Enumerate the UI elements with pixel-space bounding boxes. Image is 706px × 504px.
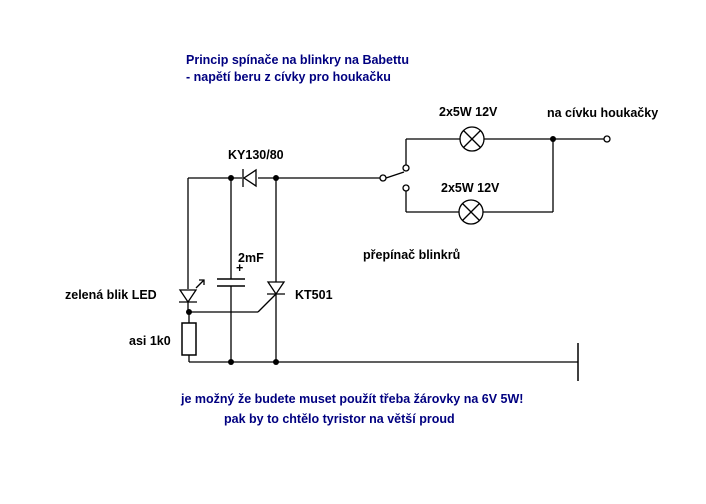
ground-rail (189, 343, 579, 381)
switch-label: přepínač blinkrů (363, 248, 460, 262)
capacitor-polarity: + (236, 261, 243, 275)
title-line1: Princip spínače na blinkry na Babettu (186, 53, 409, 67)
note-line1: je možný že budete muset použít třeba žá… (180, 392, 523, 406)
led-label: zelená blik LED (65, 288, 157, 302)
diode-symbol (242, 168, 257, 188)
title-line2: - napětí beru z cívky pro houkačku (186, 70, 391, 84)
capacitor-symbol (217, 178, 245, 362)
resistor-label: asi 1k0 (129, 334, 171, 348)
thyristor-symbol (189, 178, 286, 362)
note-line2: pak by to chtělo tyristor na větší proud (224, 412, 455, 426)
lamp-bottom-label: 2x5W 12V (441, 181, 500, 195)
switch-terminal-bottom (402, 184, 410, 192)
lamp-top-symbol (459, 126, 553, 152)
lamp-bottom-symbol (458, 139, 554, 225)
lamp-top-label: 2x5W 12V (439, 105, 498, 119)
switch-symbol (379, 138, 460, 213)
led-symbol (178, 279, 205, 312)
coil-label: na cívku houkačky (547, 106, 658, 120)
top-rail (187, 177, 380, 289)
capacitor-label: 2mF (238, 251, 264, 265)
diode-label: KY130/80 (228, 148, 284, 162)
coil-terminal (603, 135, 611, 143)
switch-common-terminal (379, 174, 387, 182)
coil-connection (553, 135, 611, 143)
thyristor-label: KT501 (295, 288, 333, 302)
resistor-symbol (181, 312, 197, 362)
switch-terminal-top (402, 164, 410, 172)
